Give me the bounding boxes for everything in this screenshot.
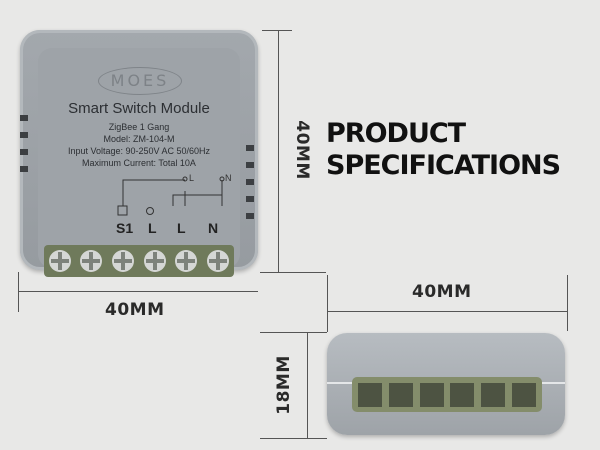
vent-slot	[246, 145, 254, 151]
screw-icon	[48, 250, 71, 272]
diagram-label-l: L	[189, 173, 195, 183]
vent-slot	[20, 132, 28, 138]
terminal-label-l: L	[177, 220, 186, 236]
front-width-dimension-line	[18, 291, 258, 292]
vent-slot	[20, 149, 28, 155]
headline-line2: SPECIFICATIONS	[326, 150, 561, 181]
module-title: Smart Switch Module	[68, 100, 210, 117]
screw-icon	[207, 250, 230, 272]
dimension-tick	[327, 275, 328, 332]
dimension-tick	[260, 272, 326, 273]
screw-icon	[175, 250, 198, 272]
spec-voltage: Input Voltage: 90-250V AC 50/60Hz	[67, 146, 211, 156]
screw-icon	[112, 250, 135, 272]
wiring-diagram	[117, 176, 225, 216]
dimension-tick	[18, 272, 19, 312]
depth-dimension-label: 18MM	[274, 355, 294, 415]
height-dimension-label: 40MM	[292, 120, 312, 180]
spec-current: Maximum Current: Total 10A	[82, 158, 196, 168]
headline-line1: PRODUCT	[326, 118, 466, 149]
vent-slot	[246, 162, 254, 168]
screw-icon	[80, 250, 103, 272]
dimension-tick	[260, 438, 327, 439]
wire-hole	[388, 382, 413, 407]
brand-logo: MOES	[98, 67, 182, 95]
front-width-dimension-label: 40MM	[105, 300, 165, 320]
side-width-dimension-line	[327, 311, 567, 312]
terminal-label-s1: S1	[116, 220, 134, 236]
wire-hole	[511, 382, 536, 407]
screw-icon	[143, 250, 166, 272]
spec-protocol: ZigBee 1 Gang	[108, 122, 170, 132]
dimension-tick	[260, 332, 327, 333]
wire-hole	[358, 382, 383, 407]
dimension-tick	[567, 275, 568, 331]
terminal-openings	[352, 377, 542, 412]
depth-dimension-line	[307, 332, 308, 438]
terminal-label-l-out: L	[148, 220, 157, 236]
module-front-view: MOES Smart Switch Module ZigBee 1 Gang M…	[20, 30, 258, 277]
vent-slot	[246, 196, 254, 202]
vent-slot	[20, 166, 28, 172]
vent-slot	[20, 115, 28, 121]
wire-hole	[450, 382, 475, 407]
wire-hole	[480, 382, 505, 407]
height-dimension-line	[278, 30, 279, 272]
diagram-label-n: N	[225, 173, 232, 183]
module-side-view	[327, 333, 565, 435]
spec-model: Model: ZM-104-M	[103, 134, 175, 144]
side-width-dimension-label: 40MM	[412, 282, 472, 302]
terminal-block	[44, 245, 234, 277]
wire-hole	[419, 382, 444, 407]
terminal-label-n: N	[208, 220, 219, 236]
vent-slot	[246, 213, 254, 219]
dimension-tick	[262, 30, 292, 31]
vent-slot	[246, 179, 254, 185]
headline: PRODUCT SPECIFICATIONS	[326, 118, 561, 182]
